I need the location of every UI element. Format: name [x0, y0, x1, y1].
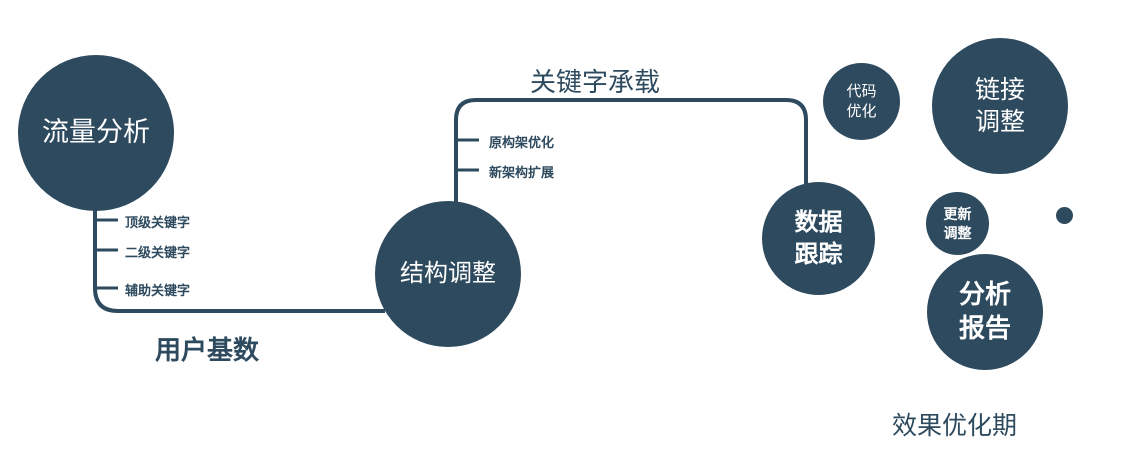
tick-label-original-architecture: 原构架优化 [489, 135, 555, 150]
connector-structure-to-tracking [454, 98, 808, 206]
node-data-tracking-line1: 数据 [794, 209, 843, 237]
node-code-optimization-line1: 代码 [846, 83, 877, 100]
node-code-optimization: 代码 优化 [823, 63, 900, 140]
node-update-adjustment: 更新 调整 [926, 192, 989, 255]
node-data-tracking-line2: 跟踪 [794, 240, 843, 268]
node-analysis-report: 分析 报告 [927, 254, 1043, 370]
node-traffic-analysis-label: 流量分析 [42, 117, 150, 148]
node-traffic-analysis: 流量分析 [18, 55, 174, 211]
tick-label-auxiliary-keywords: 辅助关键字 [125, 283, 191, 298]
tick-label-top-keywords: 顶级关键字 [125, 215, 191, 230]
node-link-adjustment-line1: 链接 [974, 75, 1025, 104]
bullet-dot [1056, 207, 1073, 224]
tick-label-secondary-keywords: 二级关键字 [125, 245, 191, 260]
node-structure-adjustment-label: 结构调整 [400, 260, 496, 288]
node-data-tracking: 数据 跟踪 [762, 182, 875, 295]
node-analysis-report-line1: 分析 [958, 279, 1011, 310]
node-link-adjustment-line2: 调整 [974, 108, 1025, 136]
node-link-adjustment: 链接 调整 [932, 38, 1068, 174]
node-update-adjustment-line2: 调整 [943, 224, 972, 241]
footer-label-effect-optimization: 效果优化期 [892, 412, 1018, 440]
node-structure-adjustment: 结构调整 [375, 201, 521, 347]
edge-label-keyword-carry: 关键字承载 [530, 67, 661, 97]
node-analysis-report-line2: 报告 [958, 313, 1011, 343]
edge-label-user-base: 用户基数 [155, 335, 260, 365]
node-update-adjustment-line1: 更新 [943, 206, 972, 223]
tick-label-new-architecture: 新架构扩展 [489, 165, 555, 180]
node-code-optimization-line2: 优化 [846, 102, 877, 120]
